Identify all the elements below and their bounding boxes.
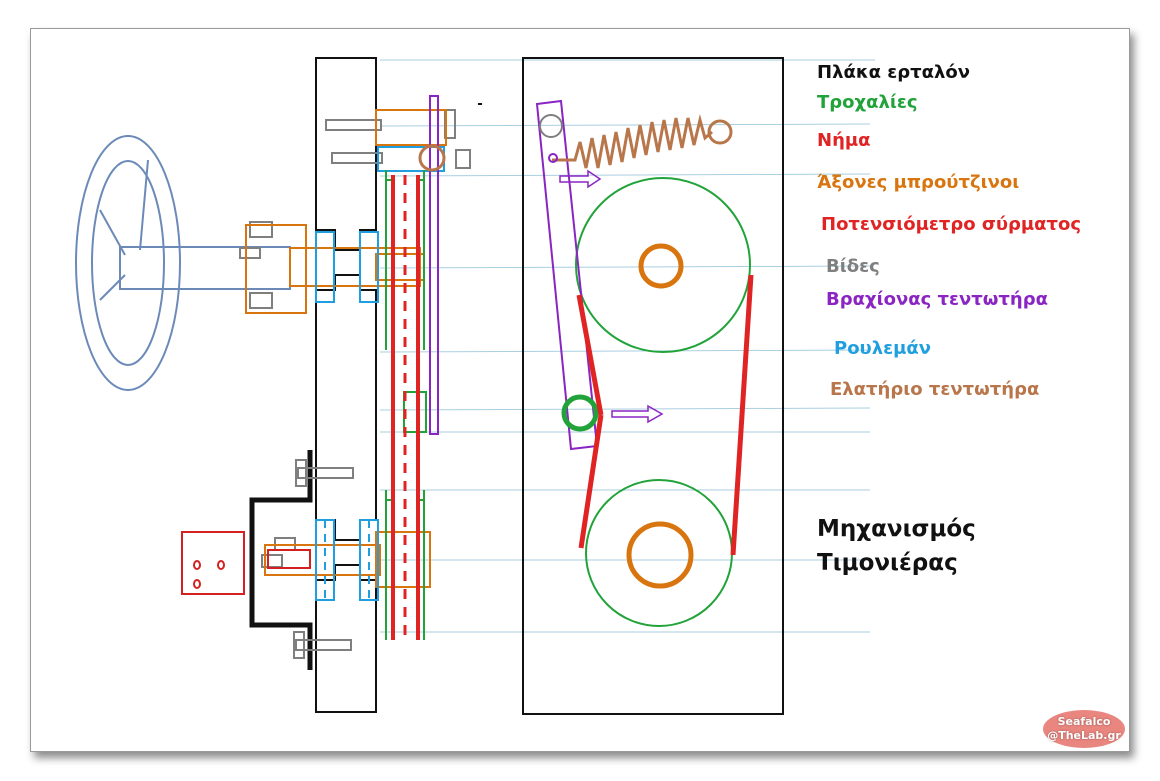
- legend-tensioner-arm: Βραχίονας τεντωτήρα: [826, 289, 1048, 310]
- motor-bracket: [249, 450, 313, 670]
- legend-label: Τροχαλίες: [817, 92, 918, 113]
- side-tensioner-arm: [429, 95, 439, 435]
- legend-label: Άξονες μπρούτζινοι: [817, 172, 1020, 193]
- bearing-dashes: [324, 520, 370, 600]
- legend-pulleys: Τροχαλίες: [817, 92, 918, 113]
- legend-label: Βίδες: [826, 256, 880, 277]
- legend-label: Ρουλεμάν: [834, 338, 931, 359]
- wire-potentiometer: [181, 531, 311, 595]
- legend-thread: Νήμα: [817, 130, 871, 151]
- legend-label: Πλάκα ερταλόν: [817, 62, 971, 83]
- legend-tensioner-spring: Ελατήριο τεντωτήρα: [830, 379, 1039, 400]
- steering-wheel: [75, 135, 291, 391]
- legend-wire-potentiometer: Ποτενσιόμετρο σύρματος: [821, 214, 1081, 235]
- side-spring-pivot: [418, 144, 446, 172]
- watermark-line-2: @TheLab.gr: [1047, 729, 1121, 742]
- side-plate: [315, 57, 377, 713]
- legend-label: Βραχίονας τεντωτήρα: [826, 289, 1048, 310]
- legend-plate: Πλάκα ερταλόν: [817, 62, 970, 83]
- arm-top-bolt: [539, 114, 563, 138]
- front-shafts: [626, 243, 694, 589]
- motion-arrows: [559, 169, 664, 424]
- spring-hook: [548, 153, 558, 163]
- legend-label: Νήμα: [817, 130, 871, 151]
- idler-pulley: [561, 394, 599, 432]
- legend-screws: Βίδες: [826, 256, 880, 277]
- legend-bearings: Ρουλεμάν: [834, 338, 931, 359]
- title-line-2: Τιμονιέρας: [817, 550, 958, 576]
- legend-brass-shafts: Άξονες μπρούτζινοι: [817, 172, 1019, 193]
- guide-lines: [379, 59, 875, 633]
- side-threads: [391, 175, 420, 640]
- spring-anchor: [707, 119, 733, 145]
- diagram-title: Μηχανισμός Τιμονιέρας: [817, 512, 976, 580]
- title-line-1: Μηχανισμός: [817, 516, 976, 542]
- front-plate: [522, 57, 784, 715]
- watermark-badge: Seafalco @TheLab.gr: [1043, 710, 1125, 748]
- legend-label: Ποτενσιόμετρο σύρματος: [821, 214, 1082, 235]
- screws: [239, 109, 471, 659]
- tensioner-spring: [552, 114, 713, 169]
- watermark-line-1: Seafalco: [1057, 715, 1111, 728]
- front-threads: [576, 274, 754, 556]
- legend-label: Ελατήριο τεντωτήρα: [830, 379, 1040, 400]
